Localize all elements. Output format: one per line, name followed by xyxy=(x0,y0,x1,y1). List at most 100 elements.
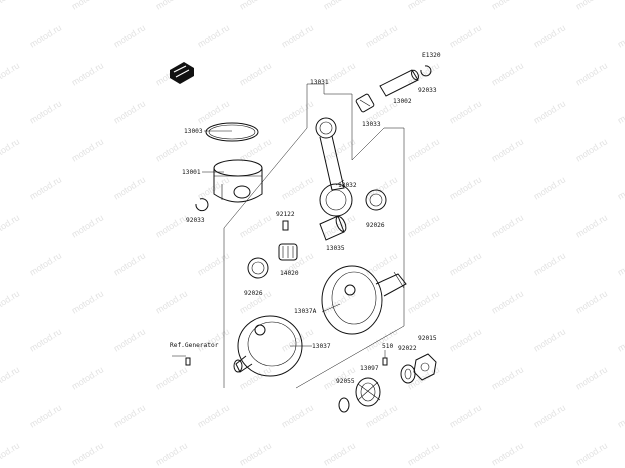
callout-14020: 14020 xyxy=(280,270,299,277)
watermark-text: motod.ru xyxy=(322,0,357,12)
watermark-text: motod.ru xyxy=(238,0,273,12)
watermark-text: motod.ru xyxy=(0,440,21,467)
circlip-left xyxy=(195,198,209,212)
callout-13003: 13003 xyxy=(184,128,203,135)
watermark-text: motod.ru xyxy=(490,440,525,467)
callout-92033-upper: 92033 xyxy=(418,87,437,94)
callout-92122: 92122 xyxy=(276,211,295,218)
watermark-text: motod.ru xyxy=(574,0,609,12)
needle-bearing-small-end xyxy=(355,93,375,113)
watermark-text: motod.ru xyxy=(616,174,625,201)
watermark-text: motod.ru xyxy=(616,250,625,277)
watermark-text: motod.ru xyxy=(112,22,147,49)
watermark-text: motod.ru xyxy=(154,440,189,467)
watermark-text: motod.ru xyxy=(490,136,525,163)
o-ring xyxy=(338,397,350,413)
watermark-text: motod.ru xyxy=(532,250,567,277)
watermark-text: motod.ru xyxy=(280,402,315,429)
key-510 xyxy=(382,357,388,366)
callout-13002: 13002 xyxy=(393,98,412,105)
watermark-text: motod.ru xyxy=(70,440,105,467)
watermark-text: motod.ru xyxy=(70,288,105,315)
watermark-text: motod.ru xyxy=(448,250,483,277)
callout-92055: 92055 xyxy=(336,378,355,385)
watermark-text: motod.ru xyxy=(532,326,567,353)
piston-ring xyxy=(205,122,259,142)
watermark-text: motod.ru xyxy=(28,22,63,49)
diagram-code: E1320 xyxy=(422,52,441,59)
watermark-text: motod.ru xyxy=(196,98,231,125)
watermark-text: motod.ru xyxy=(616,326,625,353)
callout-13031: 13031 xyxy=(310,79,329,86)
watermark-text: motod.ru xyxy=(406,364,441,391)
callout-13032: 13032 xyxy=(338,182,357,189)
watermark-text: motod.ru xyxy=(406,288,441,315)
callout-13035: 13035 xyxy=(326,245,345,252)
watermark-text: motod.ru xyxy=(448,174,483,201)
watermark-text: motod.ru xyxy=(490,60,525,87)
watermark-text: motod.ru xyxy=(280,22,315,49)
callout-13097: 13097 xyxy=(360,365,379,372)
watermark-text: motod.ru xyxy=(574,440,609,467)
callout-92026-upper: 92026 xyxy=(366,222,385,229)
watermark-text: motod.ru xyxy=(0,212,21,239)
watermark-text: motod.ru xyxy=(28,174,63,201)
watermark-text: motod.ru xyxy=(0,364,21,391)
generator-key xyxy=(185,357,191,366)
watermark-text: motod.ru xyxy=(196,326,231,353)
callout-92033-lower: 92033 xyxy=(186,217,205,224)
callout-13001: 13001 xyxy=(182,169,201,176)
circlip-right xyxy=(420,65,432,77)
watermark-text: motod.ru xyxy=(574,136,609,163)
callout-13033: 13033 xyxy=(362,121,381,128)
front-direction-icon xyxy=(170,62,194,84)
watermark-text: motod.ru xyxy=(70,0,105,12)
watermark-text: motod.ru xyxy=(490,212,525,239)
watermark-text: motod.ru xyxy=(364,22,399,49)
watermark-text: motod.ru xyxy=(70,212,105,239)
washer-upper xyxy=(365,189,387,211)
watermark-text: motod.ru xyxy=(28,402,63,429)
watermark-text: motod.ru xyxy=(532,22,567,49)
watermark-text: motod.ru xyxy=(532,98,567,125)
washer-92022 xyxy=(400,364,416,384)
watermark-text: motod.ru xyxy=(238,364,273,391)
watermark-text: motod.ru xyxy=(28,250,63,277)
washer-lower xyxy=(247,257,269,279)
watermark-text: motod.ru xyxy=(616,98,625,125)
watermark-text: motod.ru xyxy=(322,288,357,315)
nut xyxy=(413,353,437,381)
watermark-text: motod.ru xyxy=(406,440,441,467)
watermark-text: motod.ru xyxy=(532,174,567,201)
watermark-text: motod.ru xyxy=(364,402,399,429)
callout-13037: 13037 xyxy=(312,343,331,350)
callout-92022: 92022 xyxy=(398,345,417,352)
watermark-text: motod.ru xyxy=(112,326,147,353)
watermark-text: motod.ru xyxy=(28,326,63,353)
piston-pin xyxy=(379,69,419,97)
callouts: E1320 13031 13033 13002 92033 13003 1300… xyxy=(170,52,441,385)
primary-gear xyxy=(355,377,381,407)
watermark-text: motod.ru xyxy=(616,22,625,49)
watermark-text: motod.ru xyxy=(70,136,105,163)
ref-generator-label: Ref.Generator xyxy=(170,342,219,349)
watermark-text: motod.ru xyxy=(0,136,21,163)
watermark-text: motod.ru xyxy=(616,402,625,429)
needle-bearing-big-end xyxy=(278,243,298,261)
callout-92015: 92015 xyxy=(418,335,437,342)
crank-pin xyxy=(319,215,347,241)
callout-13037A: 13037A xyxy=(294,308,317,315)
watermark-text: motod.ru xyxy=(28,98,63,125)
watermark-text: motod.ru xyxy=(70,364,105,391)
watermark-text: motod.ru xyxy=(238,212,273,239)
watermark-text: motod.ru xyxy=(154,212,189,239)
watermark-text: motod.ru xyxy=(574,60,609,87)
watermark-text: motod.ru xyxy=(196,250,231,277)
watermark-text: motod.ru xyxy=(238,60,273,87)
watermark-text: motod.ru xyxy=(112,250,147,277)
watermark-text: motod.ru xyxy=(280,174,315,201)
watermark-text: motod.ru xyxy=(154,136,189,163)
watermark-text: motod.ru xyxy=(448,326,483,353)
key xyxy=(282,220,289,231)
